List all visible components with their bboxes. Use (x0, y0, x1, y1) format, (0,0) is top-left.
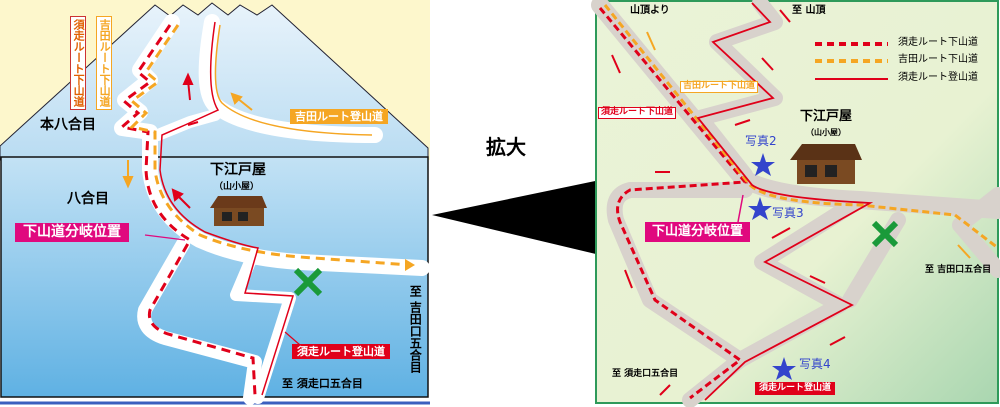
subashiri-up-tag-right: 須走ルート登山道 (755, 382, 836, 395)
hut-name-left: 下江戸屋 (210, 162, 266, 178)
to-summit: 至 山頂 (792, 5, 826, 16)
yoshida-up-tag-left: 吉田ルート登山道 (290, 109, 388, 125)
left-overview-map (0, 0, 430, 405)
to-yoshida-right: 至 吉田口五合目 (925, 265, 992, 275)
closed-x-mark (293, 267, 323, 297)
branch-tag-right: 下山道分岐位置 (645, 222, 751, 242)
to-yoshida-left: 至 吉田口五合目 (408, 285, 423, 374)
photo4-label: 写真4 (799, 357, 831, 371)
to-subashiri-right: 至 須走口五合目 (612, 369, 679, 379)
yoshida-down-tag-right: 吉田ルート下山道 (680, 81, 759, 93)
legend-lines (815, 42, 888, 80)
hut-icon (210, 196, 267, 226)
legend-item: 吉田ルート下山道 (898, 54, 978, 65)
photo-star-icons (748, 153, 796, 380)
hut-name-right: 下江戸屋 (800, 109, 853, 124)
branch-tag-left: 下山道分岐位置 (15, 223, 129, 242)
legend-item: 須走ルート登山道 (898, 72, 978, 83)
lower-area (0, 156, 429, 398)
photo2-label: 写真2 (745, 134, 777, 148)
photo3-label: 写真3 (772, 206, 804, 220)
from-summit: 山頂より (630, 5, 670, 16)
to-subashiri-left: 至 須走口五合目 (282, 377, 363, 390)
yoshida-down-tag-left: 吉田ルート下山道 (96, 16, 113, 110)
zoom-label: 拡大 (486, 135, 526, 159)
right-detail-map (591, 0, 1000, 407)
zoom-pointer (432, 180, 600, 255)
hut-icon (790, 144, 862, 184)
hut-sub-left: （山小屋） (214, 182, 260, 192)
closed-x-mark (871, 220, 899, 248)
subashiri-down-tag-left: 須走ルート下山道 (70, 16, 87, 110)
label-hachigome: 八合目 (67, 191, 109, 207)
legend-item: 須走ルート下山道 (898, 37, 978, 48)
label-hon-hachigome: 本八合目 (40, 117, 96, 133)
hut-sub-right: （山小屋） (806, 128, 846, 137)
subashiri-down-tag-right: 須走ルート下山道 (598, 107, 677, 119)
subashiri-up-tag-left: 須走ルート登山道 (292, 344, 390, 360)
